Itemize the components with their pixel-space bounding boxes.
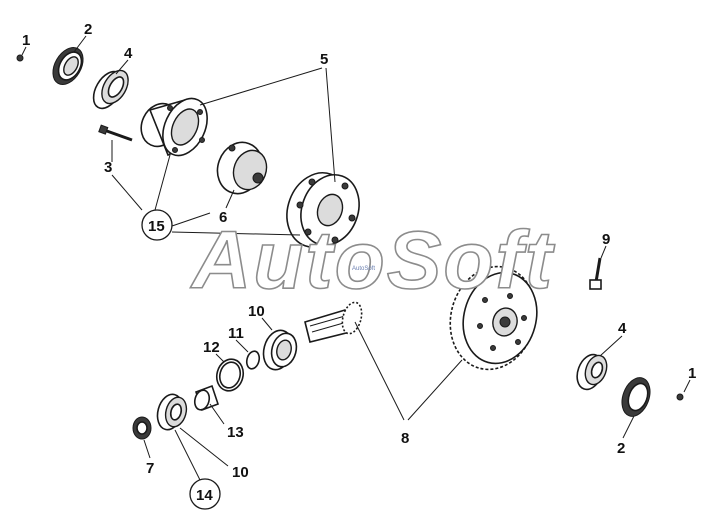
part-5-case-half-upper <box>140 97 208 157</box>
callout-10-mid: 10 <box>248 303 265 320</box>
part-5-case-half-lower <box>286 172 360 248</box>
part-11-ring <box>245 350 261 370</box>
callout-9: 9 <box>602 231 610 248</box>
callout-2-top-left: 2 <box>84 21 92 38</box>
callout-15-circle <box>141 209 173 241</box>
callout-4-top-left: 4 <box>124 45 133 62</box>
part-12-shim <box>215 358 245 392</box>
part-10-bearing-low <box>156 393 188 431</box>
callout-15: 15 <box>148 218 165 235</box>
callout-14: 14 <box>196 487 213 504</box>
callout-2-right: 2 <box>617 440 625 457</box>
leader-lines <box>21 35 691 481</box>
callout-3: 3 <box>104 159 112 176</box>
part-2-ring-nut-left <box>52 47 84 85</box>
watermark: AutoSoft <box>190 215 556 306</box>
watermark-small: AutoSoft <box>352 266 375 272</box>
callout-4-right: 4 <box>618 320 627 337</box>
part-8-ring-gear <box>449 265 538 371</box>
callout-11: 11 <box>228 325 244 342</box>
callout-5: 5 <box>320 51 328 68</box>
part-3-bolt <box>98 124 133 142</box>
callout-6: 6 <box>219 209 227 226</box>
part-6-pinion-assembly <box>216 141 268 195</box>
callout-labels: 1 2 4 5 3 15 6 9 10 11 12 13 7 10 14 8 4… <box>22 21 696 504</box>
part-10-bearing-mid <box>262 329 298 371</box>
callout-8: 8 <box>401 430 409 447</box>
callout-10-low: 10 <box>232 464 249 481</box>
part-7-nut <box>132 416 152 440</box>
part-4-bearing-left <box>92 69 129 110</box>
callout-7: 7 <box>146 460 154 477</box>
part-13-spacer <box>193 384 220 412</box>
callout-1-right: 1 <box>688 365 696 382</box>
part-1-bolt-right <box>676 393 684 401</box>
callout-12: 12 <box>203 339 220 356</box>
part-2-ring-nut-right <box>621 377 651 417</box>
callout-13: 13 <box>227 424 244 441</box>
part-4-bearing-right <box>576 353 608 391</box>
part-1-bolt-left <box>16 54 24 62</box>
part-9-bolt <box>589 257 602 290</box>
callout-14-circle <box>189 478 221 510</box>
callout-1-top-left: 1 <box>22 32 30 49</box>
part-8-pinion-shaft <box>304 301 363 343</box>
